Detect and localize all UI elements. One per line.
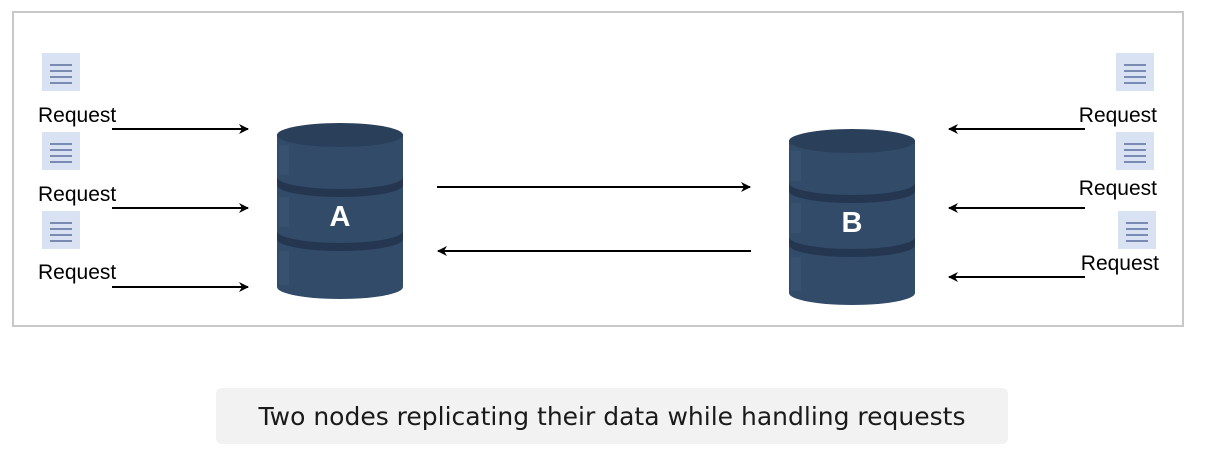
- node-a-label: A: [330, 201, 351, 233]
- request-label-right-3: Request: [1081, 252, 1159, 275]
- diagram-caption: Two nodes replicating their data while h…: [216, 388, 1008, 444]
- node-b-label: B: [842, 207, 863, 239]
- document-icon: [41, 131, 81, 171]
- request-label-left-3: Request: [38, 261, 116, 284]
- request-label-left-2: Request: [38, 183, 116, 206]
- document-icon: [1115, 52, 1155, 92]
- database-b-icon: [789, 129, 915, 305]
- request-label-left-1: Request: [38, 104, 116, 127]
- document-icon: [1115, 131, 1155, 171]
- document-icon: [41, 210, 81, 250]
- document-icon: [41, 52, 81, 92]
- replication-diagram: Request Request Request A B Request Requ…: [12, 11, 1184, 327]
- database-a-icon: [277, 123, 403, 299]
- request-label-right-2: Request: [1079, 177, 1157, 200]
- request-label-right-1: Request: [1079, 104, 1157, 127]
- diagram-frame: [12, 11, 1184, 327]
- document-icon: [1117, 210, 1157, 250]
